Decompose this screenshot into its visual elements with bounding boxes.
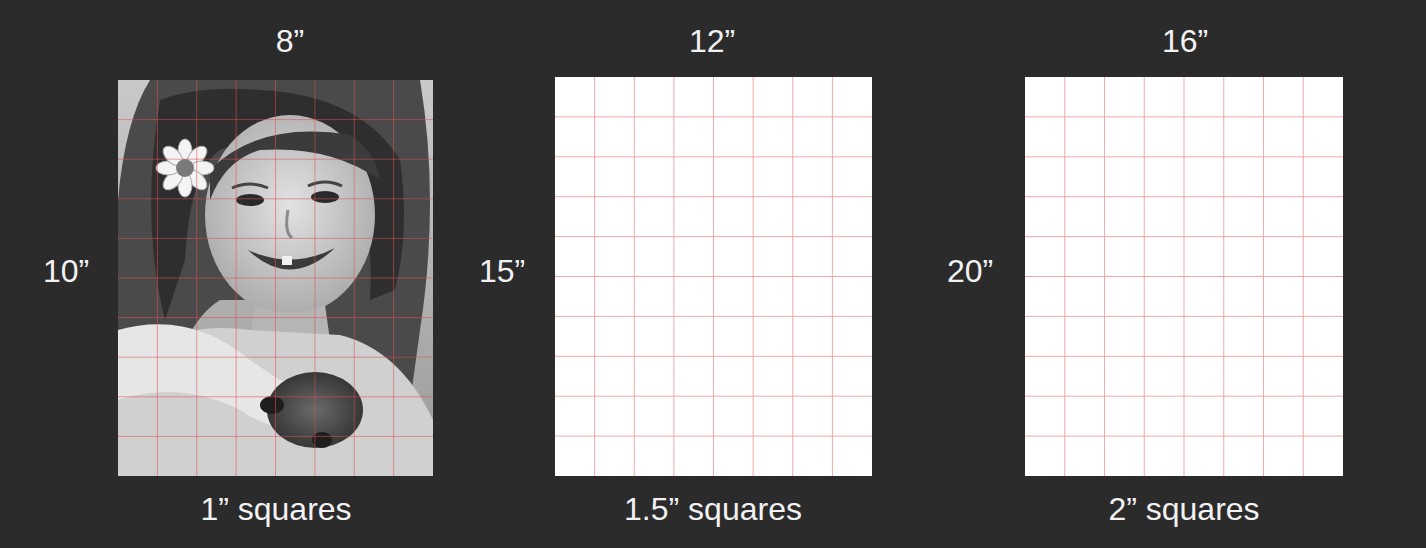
grid-line <box>118 119 433 120</box>
grid-line <box>118 317 433 318</box>
grid-line <box>555 276 872 277</box>
height-dimension: 10” <box>43 254 89 289</box>
grid-line <box>555 316 872 317</box>
grid-line <box>1025 196 1343 197</box>
grid-line <box>1025 116 1343 117</box>
grid-line <box>118 357 433 358</box>
grid-line <box>555 436 872 437</box>
grid-line <box>1025 236 1343 237</box>
width-dimension: 12” <box>689 24 735 59</box>
grid-line <box>1025 396 1343 397</box>
grid-line <box>118 238 433 239</box>
width-dimension: 8” <box>276 24 304 59</box>
height-dimension: 20” <box>947 254 993 289</box>
grid-line <box>1025 276 1343 277</box>
grid-line <box>555 156 872 157</box>
blank-canvas <box>1025 77 1343 476</box>
height-dimension: 15” <box>479 254 525 289</box>
grid-line <box>1025 156 1343 157</box>
grid-line <box>555 236 872 237</box>
grid-line <box>118 159 433 160</box>
grid-line <box>1025 316 1343 317</box>
photo <box>118 80 433 476</box>
grid-line <box>118 198 433 199</box>
grid-line <box>555 396 872 397</box>
grid-lines <box>118 77 1343 476</box>
grid-line <box>555 116 872 117</box>
grid-size-label: 1” squares <box>200 492 351 527</box>
grid-line <box>118 278 433 279</box>
grid-line <box>1025 436 1343 437</box>
blank-canvas <box>555 77 872 476</box>
grid-line <box>118 436 433 437</box>
grid-line <box>555 356 872 357</box>
width-dimension: 16” <box>1162 24 1208 59</box>
grid-line <box>118 396 433 397</box>
grid-line <box>555 196 872 197</box>
grid-size-label: 2” squares <box>1108 492 1259 527</box>
grid-size-label: 1.5” squares <box>624 492 802 527</box>
grid-line <box>1025 356 1343 357</box>
